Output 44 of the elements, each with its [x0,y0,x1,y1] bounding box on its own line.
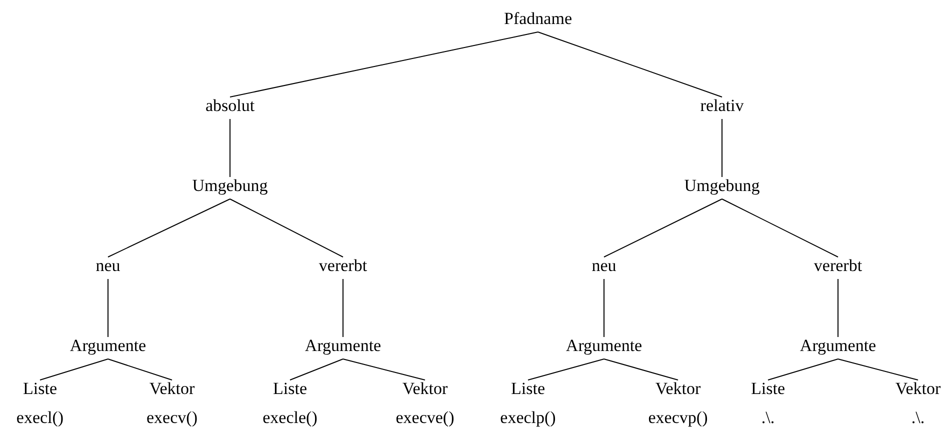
node-label: Argumente [70,336,146,356]
node-label: neu [96,256,120,276]
tree-line [108,358,172,380]
function-name: .\. [911,408,925,428]
tree-line [290,358,344,380]
node-label: Umgebung [684,176,760,196]
tree-line [40,358,108,380]
node-label: Argumente [304,336,382,356]
node-label: Liste [23,379,57,399]
node-label: Vektor [149,379,195,399]
node-label: Liste [511,379,545,399]
node-label: Liste [273,379,307,399]
node-label: vererbt [318,256,368,276]
tree-line [528,358,604,380]
tree-line [108,198,230,258]
node-label: Pfadname [504,9,572,29]
tree-line [230,198,344,258]
function-name: .\. [761,408,775,428]
tree-line [538,32,722,98]
node-label: Vektor [895,379,941,399]
node-label: Vektor [655,379,701,399]
tree-line [342,278,344,338]
function-name: execl() [16,408,64,428]
function-name: execle() [262,408,318,428]
node-label: Argumente [566,336,642,356]
tree-line [838,358,918,380]
node-label: Argumente [800,336,876,356]
tree-line [230,32,538,98]
tree-line [342,358,426,380]
node-label: absolut [205,96,255,116]
tree-line [768,358,838,380]
function-name: execve() [396,408,454,428]
node-label: Liste [751,379,785,399]
node-label: relativ [700,96,744,116]
node-label: vererbt [814,256,862,276]
tree-line [604,358,678,380]
node-label: Vektor [402,379,448,399]
function-name: execlp() [500,408,556,428]
tree-line [722,198,838,258]
node-label: neu [592,256,616,276]
function-name: execv() [146,408,198,428]
node-label: Umgebung [192,176,268,196]
tree-line [604,198,722,258]
function-name: execvp() [648,408,708,428]
